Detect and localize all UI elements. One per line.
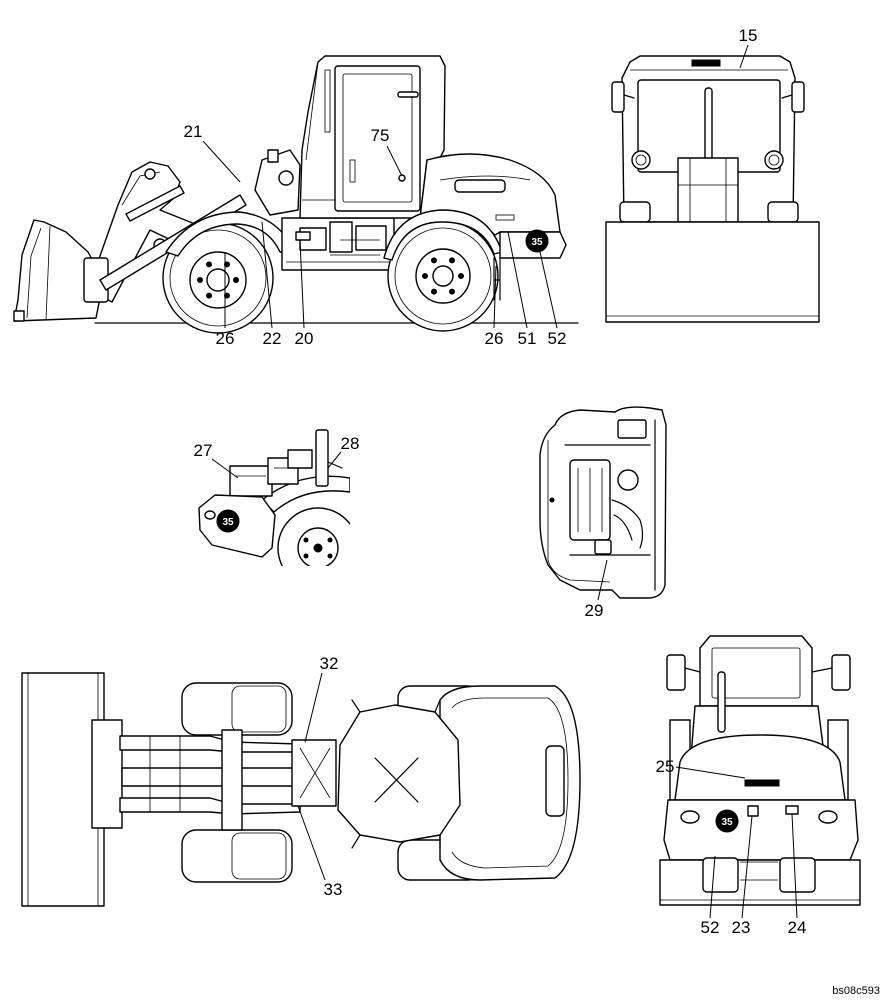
- right-headlight: [764, 150, 784, 170]
- decal-75-marker: [398, 174, 406, 182]
- top-view: 32 33: [21, 654, 581, 907]
- callout-52: 52: [548, 329, 567, 348]
- rear-counterweight: [663, 799, 859, 861]
- callout-26-front: 26: [216, 329, 235, 348]
- boom-tower-and-light: [254, 149, 301, 216]
- door-handle: [397, 91, 419, 98]
- bucket: [13, 219, 101, 322]
- chassis: [281, 217, 395, 271]
- top-hood: [439, 685, 581, 881]
- side-view: 35 21 75 26 22 20 26 51 52: [13, 55, 579, 348]
- cab-roof-top: [337, 704, 461, 843]
- rear-grille: [545, 745, 565, 817]
- rear-view-bucket: [659, 859, 861, 906]
- callout-33: 33: [324, 880, 343, 899]
- decal-35-rear-label: 35: [721, 817, 733, 828]
- left-mirror: [611, 81, 625, 113]
- exhaust-pipe: [704, 87, 713, 161]
- rear-wheel: [387, 220, 499, 332]
- callout-15: 15: [739, 26, 758, 45]
- callout-28: 28: [341, 434, 360, 453]
- front-wheel: [162, 222, 274, 334]
- roof-beacon: [691, 59, 721, 67]
- callout-52-rear: 52: [701, 918, 720, 937]
- callout-22: 22: [263, 329, 282, 348]
- rear-left-lamp: [680, 810, 700, 824]
- right-front-tire: [767, 201, 799, 223]
- rear-plate-23: [747, 805, 759, 817]
- decal-35-side: [525, 229, 549, 253]
- top-bucket: [21, 672, 105, 907]
- rear-right-mirror: [831, 654, 851, 691]
- callout-26-rear: 26: [485, 329, 504, 348]
- rear-brand-logo: [744, 779, 780, 787]
- cab-door: [334, 65, 421, 212]
- engine-top-detail: 29: [539, 406, 667, 620]
- callout-29: 29: [585, 601, 604, 620]
- top-front-tire-left: [181, 682, 293, 736]
- bucket-hinge-plate: [91, 719, 123, 829]
- callout-24: 24: [788, 918, 807, 937]
- rear-plate-24: [785, 805, 799, 815]
- brand-logo-decal: [454, 179, 506, 193]
- decal-35-label: 35: [531, 237, 543, 248]
- right-mirror: [791, 81, 805, 113]
- callout-32: 32: [320, 654, 339, 673]
- rear-corner-detail: 35 27 28: [194, 429, 360, 566]
- rear-right-tire: [779, 857, 816, 893]
- callout-23: 23: [732, 918, 751, 937]
- rear-hood-back: [674, 734, 846, 801]
- rear-exhaust: [717, 671, 726, 733]
- decal-35-detail: [216, 509, 240, 533]
- side-view-leaders: [202, 140, 558, 329]
- top-boom: [119, 735, 301, 815]
- front-view: 15: [605, 26, 820, 323]
- front-bucket: [605, 221, 820, 323]
- top-front-tire-right: [181, 829, 293, 883]
- loader-tower: [677, 157, 739, 223]
- callout-25: 25: [656, 757, 675, 776]
- counterweight: 35: [493, 229, 567, 301]
- rear-cab: [699, 635, 813, 707]
- cab: [299, 55, 446, 219]
- engine-filter: [617, 469, 639, 491]
- drawing-id: bs08c593: [832, 985, 880, 997]
- roof-cross-mark: [374, 757, 419, 803]
- decal-35-detail-label: 35: [222, 517, 234, 528]
- rear-right-lamp: [818, 810, 838, 824]
- decal-35-rear: [715, 809, 739, 833]
- left-front-tire: [619, 201, 651, 223]
- left-headlight: [631, 150, 651, 170]
- front-axle: [221, 729, 243, 831]
- rear-step: [493, 257, 501, 301]
- callout-21: 21: [184, 122, 203, 141]
- detail-pipe: [315, 429, 329, 487]
- callout-20: 20: [295, 329, 314, 348]
- rear-view: 35 25 52 23 24: [656, 635, 861, 937]
- rear-left-tire: [702, 857, 739, 893]
- rear-left-mirror: [666, 654, 686, 691]
- center-articulation: [291, 739, 337, 807]
- callout-27: 27: [194, 441, 213, 460]
- tilt-cylinder: [125, 185, 185, 222]
- callout-75: 75: [371, 126, 390, 145]
- callout-51: 51: [518, 329, 537, 348]
